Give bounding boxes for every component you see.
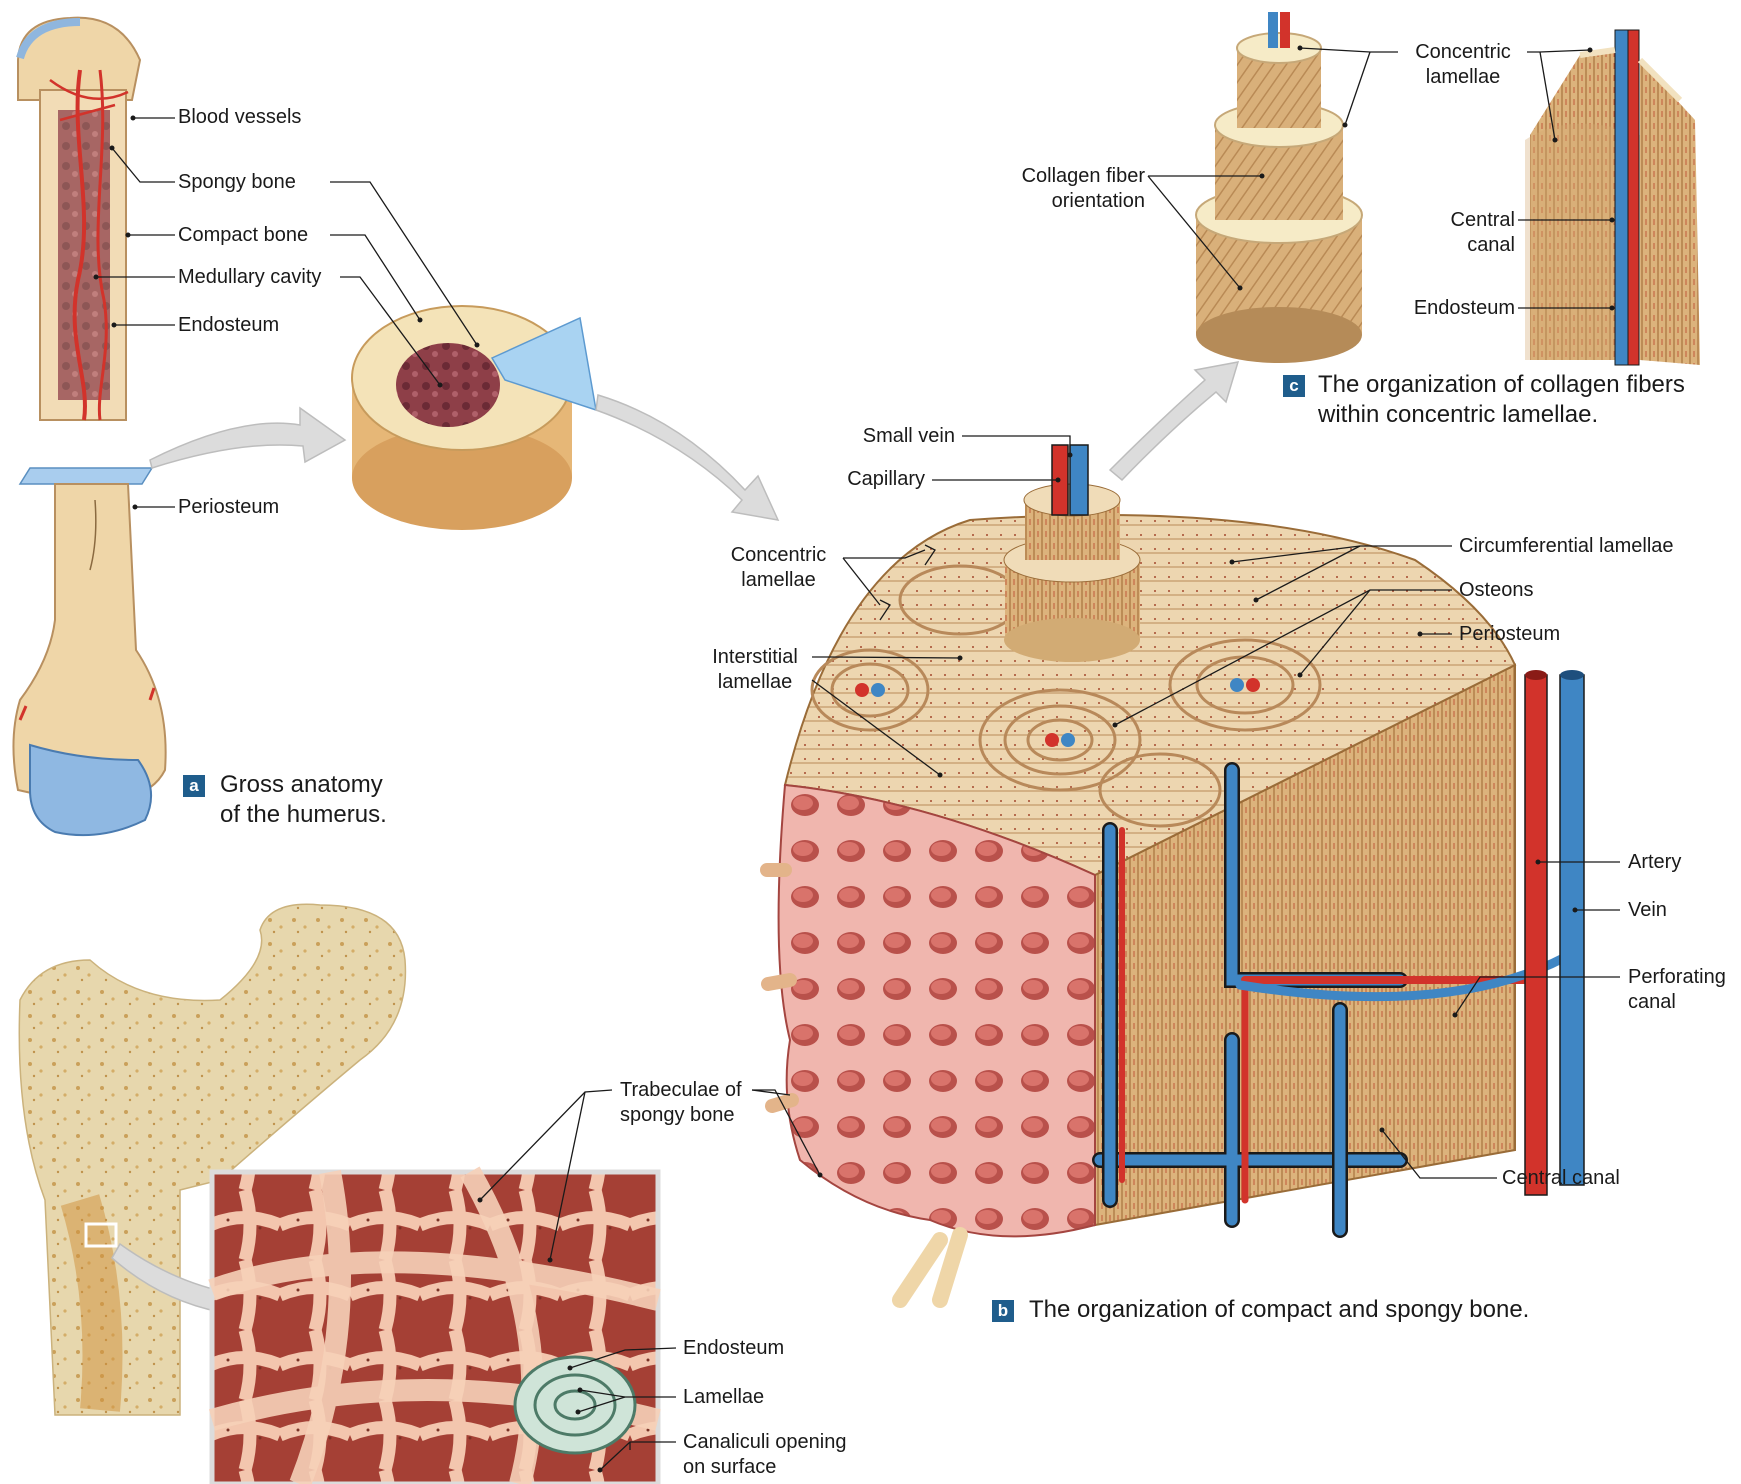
- label-canaliculi: Canaliculi opening on surface: [683, 1430, 846, 1480]
- lamellae-cutaway-tower: [1525, 30, 1700, 365]
- arrow-a-to-section: [150, 408, 345, 468]
- arrow-block-to-collagen: [1110, 362, 1238, 480]
- label-endosteum-d: Endosteum: [683, 1336, 784, 1361]
- trabeculae-closeup: [212, 1172, 658, 1484]
- label-medullary-cavity: Medullary cavity: [178, 265, 321, 290]
- label-spongy-bone: Spongy bone: [178, 170, 296, 195]
- label-compact-bone: Compact bone: [178, 223, 308, 248]
- compact-bone-block: [767, 445, 1584, 1300]
- humerus-illustration: [13, 18, 165, 835]
- label-endosteum-c: Endosteum: [1385, 296, 1515, 321]
- label-vein: Vein: [1628, 898, 1667, 923]
- label-periosteum-b: Periosteum: [1459, 622, 1560, 647]
- label-small-vein: Small vein: [810, 424, 955, 449]
- label-circumferential-lamellae: Circumferential lamellae: [1459, 534, 1674, 559]
- label-lamellae-d: Lamellae: [683, 1385, 764, 1410]
- label-blood-vessels: Blood vessels: [178, 105, 301, 130]
- label-endosteum-a: Endosteum: [178, 313, 279, 338]
- label-central-canal-c: Central canal: [1415, 208, 1515, 258]
- label-periosteum-a: Periosteum: [178, 495, 279, 520]
- label-central-canal-b: Central canal: [1502, 1166, 1620, 1191]
- panel-a-badge: a: [183, 775, 205, 797]
- panel-a-caption: Gross anatomy of the humerus.: [220, 770, 387, 830]
- panel-b-caption: The organization of compact and spongy b…: [1029, 1295, 1529, 1325]
- label-artery: Artery: [1628, 850, 1681, 875]
- label-collagen-fiber-orientation: Collagen fiber orientation: [990, 164, 1145, 214]
- panel-c-badge: c: [1283, 375, 1305, 397]
- label-capillary: Capillary: [780, 467, 925, 492]
- label-osteons: Osteons: [1459, 578, 1533, 603]
- label-perforating-canal: Perforating canal: [1628, 965, 1726, 1015]
- label-interstitial-lamellae: Interstitial lamellae: [700, 645, 810, 695]
- label-concentric-lamellae-b: Concentric lamellae: [716, 543, 841, 593]
- label-concentric-lamellae-c: Concentric lamellae: [1400, 40, 1526, 90]
- arrow-section-to-block: [596, 395, 778, 520]
- panel-c-caption: The organization of collagen fibers with…: [1318, 370, 1685, 430]
- collagen-lamellae-cylinders: [1196, 12, 1362, 363]
- panel-b-badge: b: [992, 1300, 1014, 1322]
- label-trabeculae: Trabeculae of spongy bone: [620, 1078, 742, 1128]
